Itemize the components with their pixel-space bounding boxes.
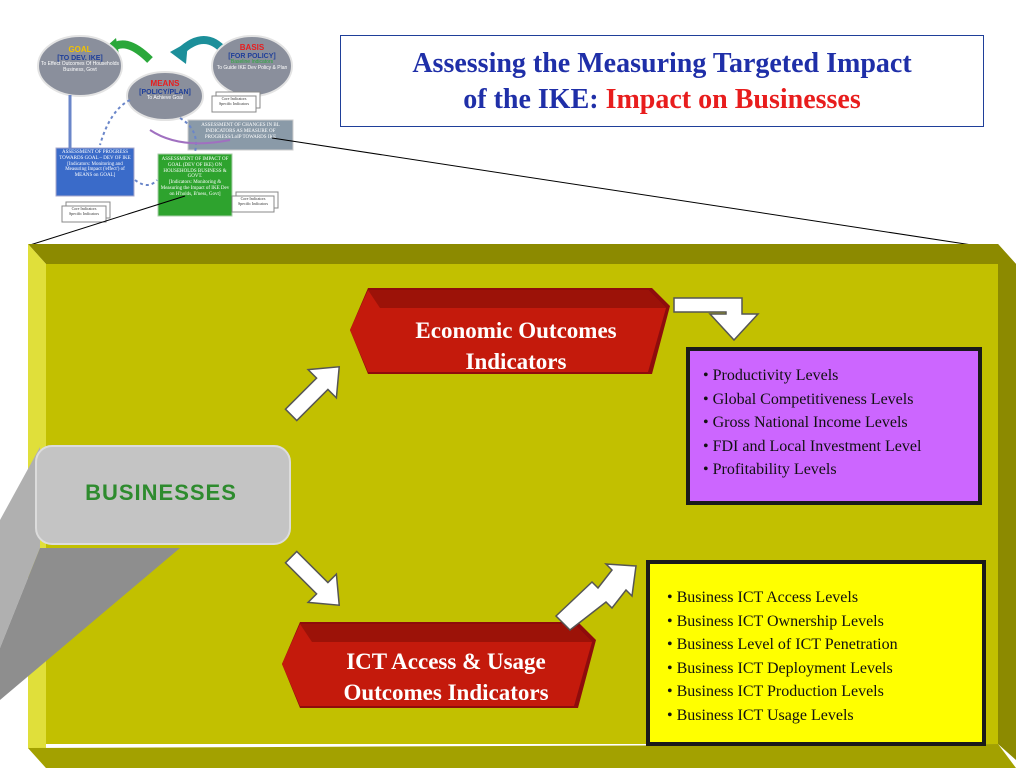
title-box: Assessing the Measuring Targeted Impact … — [340, 35, 984, 127]
yellow-box — [650, 564, 982, 742]
changes-label: ASSESSMENT OF CHANGES IN BL INDICATORS A… — [201, 123, 280, 140]
impact-label: ASSESSMENT OF IMPACT OF GOAL (DEV OF IKE… — [160, 157, 230, 197]
progress-label: ASSESSMENT OF PROGRESS TOWARDS GOAL – DE… — [59, 150, 131, 178]
means-ellipse — [126, 71, 204, 121]
list-item: • Gross National Income Levels — [703, 414, 908, 431]
panel-bottom-edge — [28, 744, 1016, 768]
list-item: • Business ICT Deployment Levels — [667, 659, 893, 677]
title-highlight: Impact on Businesses — [605, 84, 861, 115]
economic-box-label: Economic Outcomes Indicators — [415, 318, 617, 374]
core-indicators-left: Core Indicators Specific Indicators — [68, 206, 100, 216]
list-item: • Global Competitiveness Levels — [703, 390, 914, 408]
panel-top-edge — [28, 244, 1016, 264]
ict-box-top — [300, 624, 592, 642]
businesses-bar-bottom — [0, 548, 180, 700]
mini-diagram: GOAL [TO DEV. IKE] To Effect Outcomes Of… — [30, 30, 300, 225]
progress-box — [55, 147, 135, 197]
changes-box — [187, 119, 294, 151]
zoom-line-left — [29, 195, 186, 246]
list-item: • Profitability Levels — [703, 461, 837, 478]
list-item: • Business ICT Ownership Levels — [667, 612, 884, 630]
list-item: • Business ICT Usage Levels — [667, 706, 854, 724]
core-indicators-top: Core Indicators Specific Indicators — [218, 96, 250, 106]
panel-right-edge — [998, 244, 1016, 760]
zoom-line-right — [271, 137, 973, 246]
teal-curved-arrow-icon — [170, 42, 188, 64]
economic-box-top — [368, 290, 666, 308]
list-item: • Business ICT Production Levels — [667, 683, 884, 700]
impact-box — [157, 153, 233, 217]
list-item: • Business ICT Access Levels — [667, 589, 859, 606]
arrow-up-right-icon — [284, 365, 341, 422]
core-indicators-right: Core Indicators Specific Indicators — [237, 196, 269, 206]
title-line-1: Assessing the Measuring Targeted Impact — [412, 48, 912, 79]
goal-ellipse — [37, 35, 123, 97]
ict-box-label: ICT Access & Usage Outcomes Indicators — [343, 649, 549, 705]
list-item: • Business Level of ICT Penetration — [667, 636, 898, 653]
businesses-bar-side — [0, 447, 40, 648]
purple-box — [690, 351, 978, 501]
list-item: • FDI and Local Investment Level — [703, 437, 922, 455]
bent-arrow-down-icon — [673, 297, 760, 342]
businesses-label: BUSINESSES — [85, 480, 237, 505]
goal-label: GOAL [TO DEV. IKE] To Effect Outcomes Of… — [40, 45, 119, 73]
bent-arrow-up-right-icon — [554, 563, 637, 631]
title-line-2: of the IKE: Impact on Businesses — [341, 82, 983, 118]
ict-box — [282, 624, 592, 706]
list-item: • Productivity Levels — [703, 367, 839, 384]
businesses-box — [35, 445, 291, 545]
basis-label: BASIS [FOR POLICY] Baseline Indicators T… — [216, 43, 288, 71]
arrow-down-right-icon — [284, 550, 341, 607]
means-label: MEANS [POLICY/PLAN] To Achieve Goal — [139, 79, 191, 102]
ict-indicators-list: • Business ICT Access Levels • Business … — [652, 565, 982, 742]
title-prefix: of the IKE: — [463, 84, 606, 115]
economic-indicators-list: • Productivity Levels • Global Competiti… — [693, 352, 975, 500]
economic-box — [350, 290, 666, 372]
